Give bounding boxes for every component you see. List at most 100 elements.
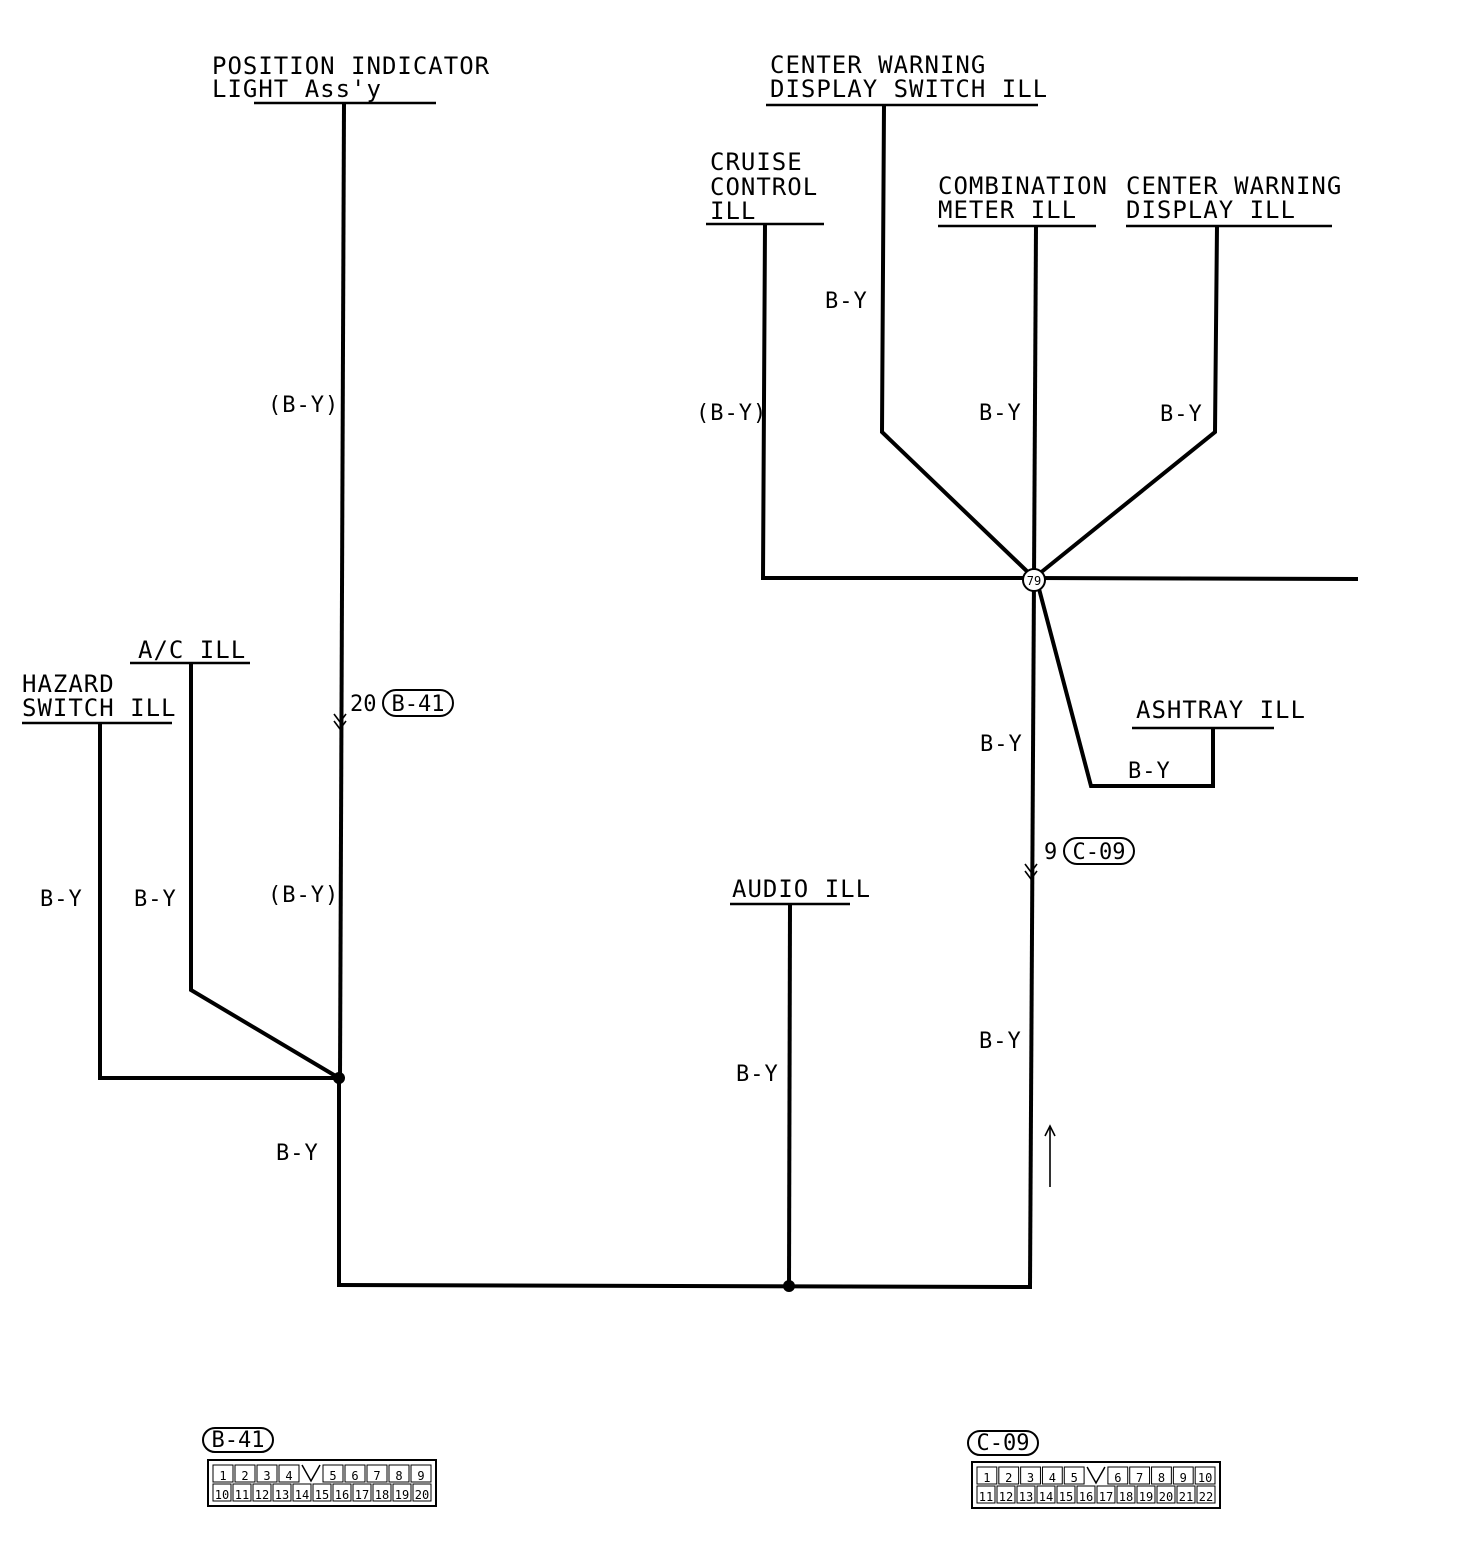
up-arrow-head — [1044, 1124, 1056, 1137]
connector-pin-number: 15 — [315, 1488, 329, 1502]
connector-pin-cell — [1020, 1466, 1041, 1485]
component-hazard-switch: HAZARD SWITCH ILL — [22, 670, 177, 725]
connector-pin-number: 7 — [373, 1469, 380, 1483]
connector-latch-icon — [301, 1464, 321, 1483]
c09-tag-oval — [1063, 837, 1135, 865]
connector-pin-cell — [1063, 1466, 1085, 1485]
component-ashtray: ASHTRAY ILL — [1132, 696, 1305, 730]
connector-pin-cell — [1116, 1485, 1136, 1504]
hazard-switch-label-2: SWITCH ILL — [22, 694, 177, 722]
splice-dot-audio — [783, 1280, 795, 1292]
connector-pin-number: 5 — [1071, 1471, 1078, 1485]
wire-junction-down — [1028, 577, 1036, 1288]
b41-arrow-chevron-2 — [333, 720, 347, 731]
connector-pin-number: 10 — [1198, 1471, 1212, 1485]
connector-pin-number: 18 — [375, 1488, 389, 1502]
cruise-control-label-1: CRUISE — [710, 148, 803, 176]
connector-pin-number: 22 — [1199, 1490, 1213, 1504]
connector-pin-cell — [292, 1483, 312, 1502]
component-combination-meter: COMBINATION METER ILL — [938, 172, 1107, 228]
wire-audio — [787, 903, 792, 1288]
connector-pin-number: 3 — [1027, 1471, 1034, 1485]
connector-pin-cell — [1041, 1466, 1063, 1485]
wire-label-hazard: B-Y — [40, 887, 83, 912]
connector-pin-cell — [1196, 1485, 1216, 1504]
connector-pin-number: 18 — [1119, 1490, 1133, 1504]
connector-pin-number: 8 — [1158, 1471, 1165, 1485]
wires — [98, 102, 1359, 1289]
connector-pin-cell — [1036, 1485, 1056, 1504]
connector-pin-number: 13 — [1019, 1490, 1033, 1504]
connector-pin-number: 4 — [1049, 1471, 1056, 1485]
b41-arrow-chevron-1 — [333, 713, 347, 724]
connector-pin-cell — [312, 1483, 332, 1502]
connector-pin-cell — [234, 1464, 256, 1483]
connector-pin-number: 4 — [285, 1469, 292, 1483]
b41-tag-oval — [382, 689, 454, 717]
connector-pin-cell — [1172, 1466, 1194, 1485]
center-warning-switch-label-2: DISPLAY SWITCH ILL — [770, 75, 1048, 103]
connector-pin-cell — [412, 1483, 432, 1502]
b41-face-oval — [202, 1427, 274, 1453]
connector-pin-cell — [1016, 1485, 1036, 1504]
junction-number: 79 — [1027, 574, 1041, 588]
cruise-control-label-2: CONTROL — [710, 173, 818, 201]
center-warning-display-label-1: CENTER WARNING — [1126, 172, 1342, 200]
connector-pin-cell — [1107, 1466, 1129, 1485]
connector-pin-cell — [232, 1483, 252, 1502]
connector-pin-cell — [1194, 1466, 1216, 1485]
wire-bottom-bus — [336, 1283, 1033, 1289]
connector-tag-b41: 20 B-41 — [333, 689, 454, 731]
connector-pin-number: 17 — [355, 1488, 369, 1502]
connector-pin-number: 2 — [1005, 1471, 1012, 1485]
connector-pin-cell — [322, 1464, 344, 1483]
connector-pin-number: 14 — [295, 1488, 309, 1502]
b41-tag-name: B-41 — [392, 692, 445, 717]
wire-labels: (B-Y) (B-Y) (B-Y) B-Y B-Y B-Y B-Y B-Y B-… — [40, 289, 1203, 1166]
connector-pin-cell — [1056, 1485, 1076, 1504]
wire-combination-meter — [1032, 225, 1038, 579]
connector-pin-cell — [1096, 1485, 1116, 1504]
connector-pin-number: 1 — [219, 1469, 226, 1483]
connector-pin-number: 10 — [215, 1488, 229, 1502]
connector-pin-number: 11 — [979, 1490, 993, 1504]
wire-label-center-warning-switch: B-Y — [825, 289, 868, 314]
connector-pin-number: 9 — [1180, 1471, 1187, 1485]
junction-79: 79 — [1022, 568, 1046, 592]
b41-face-name: B-41 — [212, 1428, 265, 1453]
connector-pin-number: 17 — [1099, 1490, 1113, 1504]
center-warning-switch-label-1: CENTER WARNING — [770, 51, 986, 79]
connector-pin-cell — [256, 1464, 278, 1483]
connector-pin-number: 13 — [275, 1488, 289, 1502]
connector-pin-number: 16 — [335, 1488, 349, 1502]
connector-pin-number: 16 — [1079, 1490, 1093, 1504]
wire-label-junction-down: B-Y — [980, 732, 1023, 757]
connector-pin-number: 15 — [1059, 1490, 1073, 1504]
wire-label-position-bottom: (B-Y) — [268, 883, 339, 908]
connector-pin-cell — [278, 1464, 300, 1483]
connector-pin-number: 6 — [351, 1469, 358, 1483]
wire-label-ac: B-Y — [134, 887, 177, 912]
wire-hazard-switch — [98, 723, 339, 1080]
connector-pin-cell — [344, 1464, 366, 1483]
connector-pin-number: 7 — [1136, 1471, 1143, 1485]
connector-pin-number: 3 — [263, 1469, 270, 1483]
wire-label-center-warning-display: B-Y — [1160, 402, 1203, 427]
c09-face-oval — [967, 1430, 1039, 1456]
connector-pin-number: 8 — [395, 1469, 402, 1483]
wire-position-indicator — [338, 102, 346, 1079]
cruise-control-label-3: ILL — [710, 197, 756, 225]
position-indicator-label-2: LIGHT Ass'y — [212, 75, 382, 103]
connector-pin-cell — [1151, 1466, 1172, 1485]
connector-pin-number: 2 — [241, 1469, 248, 1483]
connector-pin-cell — [1129, 1466, 1151, 1485]
component-ac: A/C ILL — [130, 636, 250, 665]
audio-label: AUDIO ILL — [732, 875, 871, 903]
wire-label-c09-below: B-Y — [979, 1029, 1022, 1054]
wire-center-warning-switch — [879, 104, 1036, 580]
junction-circle — [1022, 568, 1046, 592]
connector-pin-number: 21 — [1179, 1490, 1193, 1504]
connector-pin-cell — [1076, 1485, 1096, 1504]
